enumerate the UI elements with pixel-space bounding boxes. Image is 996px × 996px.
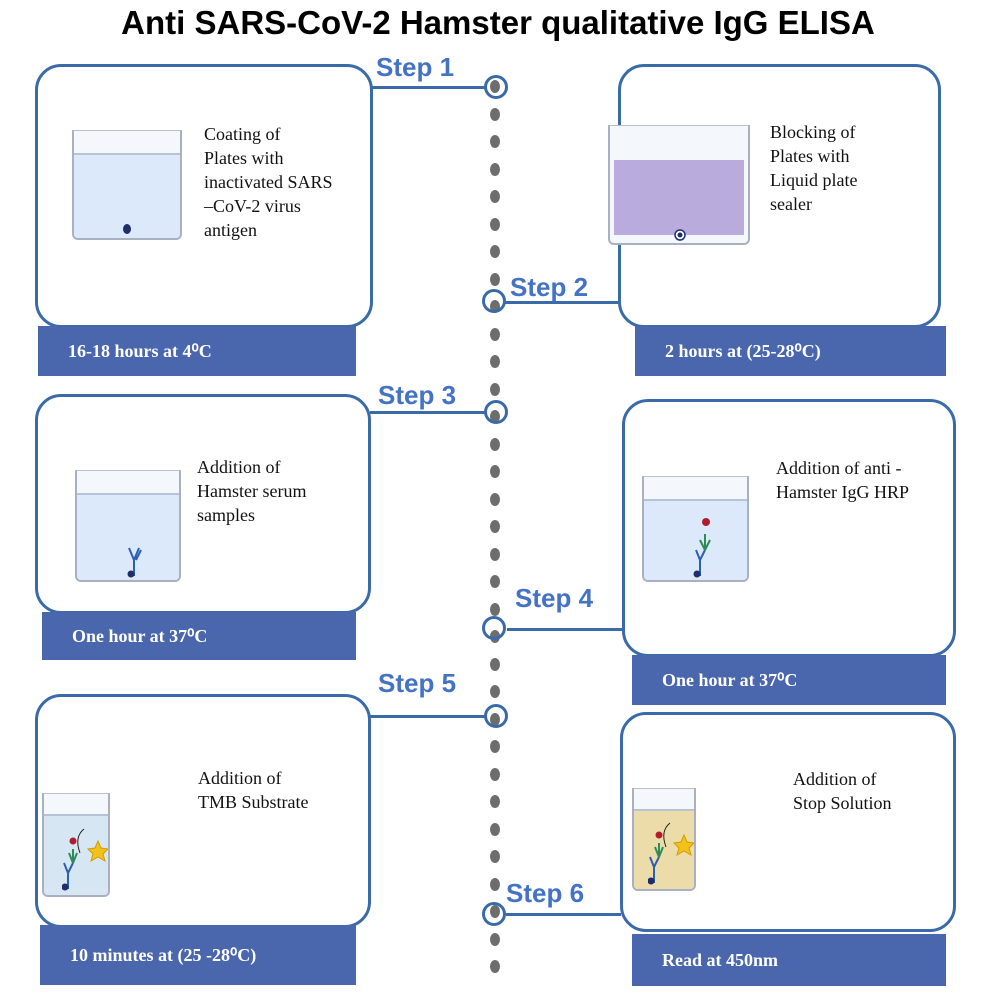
timeline-dot	[490, 107, 500, 121]
step-1-duration: 16-18 hours at 4⁰C	[38, 326, 356, 376]
step-1-description: Coating of Plates with inactivated SARS …	[204, 124, 333, 240]
step-5-duration: 10 minutes at (25 -28⁰C)	[40, 925, 356, 985]
timeline-dot	[490, 355, 500, 368]
timeline-dot	[490, 657, 500, 671]
timeline-dot	[490, 547, 500, 561]
timeline-dot	[490, 932, 500, 946]
diagram-title: Anti SARS-CoV-2 Hamster qualitative IgG …	[121, 4, 875, 41]
timeline-dot	[490, 162, 500, 176]
step-3-duration: One hour at 37⁰C	[42, 612, 356, 660]
step-2-node	[482, 289, 506, 313]
timeline-dot	[490, 272, 500, 286]
step-6-description: Addition of Stop Solution	[793, 769, 892, 813]
timeline-dot	[490, 520, 500, 533]
timeline-dot	[490, 960, 500, 973]
timeline-dot	[490, 795, 500, 808]
step-5-node	[484, 704, 508, 728]
timeline-dot	[490, 465, 500, 478]
timeline-dot	[490, 575, 500, 588]
timeline-dot	[490, 740, 500, 753]
step-3-connector	[370, 411, 485, 414]
step-5-connector	[370, 715, 485, 718]
step-4-duration: One hour at 37⁰C	[632, 655, 946, 705]
timeline-dot	[490, 602, 500, 616]
step-6-node	[482, 902, 506, 926]
step-4-box	[622, 399, 956, 657]
timeline-dot	[490, 822, 500, 836]
timeline-dot	[490, 685, 500, 698]
step-5-well-icon	[42, 793, 110, 897]
timeline-dot	[490, 382, 500, 396]
timeline-dot	[490, 767, 500, 781]
step-4-connector	[507, 628, 623, 631]
timeline-dot	[490, 327, 500, 341]
step-4-well-icon	[642, 476, 749, 582]
step-2-description: Blocking of Plates with Liquid plate sea…	[770, 122, 858, 214]
timeline-dot	[490, 877, 500, 891]
step-1-connector	[372, 86, 485, 89]
step-6-well-icon	[632, 788, 696, 891]
timeline-dot	[490, 190, 500, 203]
step-6-label: Step 6	[506, 878, 585, 908]
step-2-label: Step 2	[510, 272, 589, 302]
step-6-connector	[506, 913, 621, 916]
step-3-description: Addition of Hamster serum samples	[197, 457, 307, 525]
step-3-well-icon	[75, 470, 181, 582]
step-1-well-icon	[72, 130, 182, 240]
timeline-dot	[490, 850, 500, 863]
timeline-dot	[490, 245, 500, 258]
step-2-duration: 2 hours at (25-28⁰C)	[635, 326, 946, 376]
step-5-description: Addition of TMB Substrate	[198, 768, 309, 812]
step-4-description: Addition of anti - Hamster IgG HRP	[776, 458, 909, 502]
step-1-label: Step 1	[376, 52, 455, 82]
timeline-dot	[490, 492, 500, 506]
timeline-dot	[490, 217, 500, 231]
step-2-connector	[505, 301, 619, 304]
step-6-duration: Read at 450nm	[632, 934, 946, 986]
step-3-node	[484, 400, 508, 424]
step-4-node	[482, 616, 506, 640]
step-1-node	[484, 75, 508, 99]
step-5-label: Step 5	[378, 668, 457, 698]
step-3-label: Step 3	[378, 380, 457, 410]
step-2-well-icon	[608, 125, 750, 245]
timeline-dot	[490, 135, 500, 148]
step-4-label: Step 4	[515, 583, 594, 613]
timeline-dot	[490, 437, 500, 451]
